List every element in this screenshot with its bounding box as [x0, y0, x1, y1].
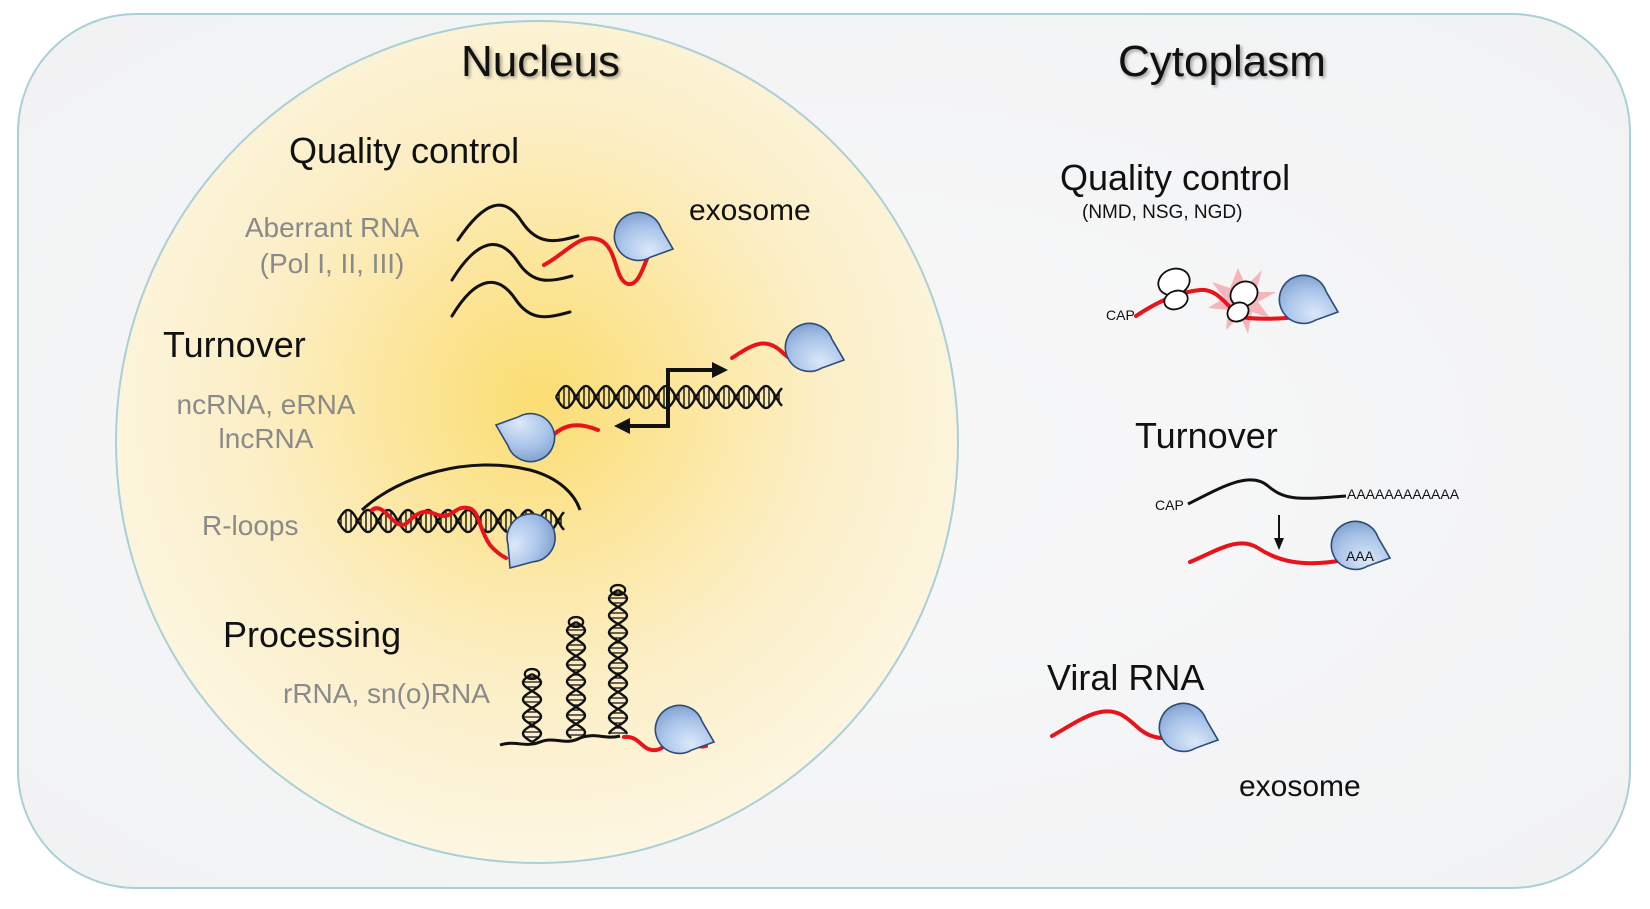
short-polya-label: AAA [1346, 548, 1375, 564]
substrate-line: Aberrant RNA [244, 212, 420, 243]
viral-rna-heading: Viral RNA [1047, 657, 1205, 698]
nucleus-qc-substrate: Aberrant RNA (Pol I, II, III) [232, 214, 432, 278]
nucleus-turnover-heading: Turnover [163, 324, 306, 365]
arrow-right-icon [712, 362, 728, 378]
substrate-line: ncRNA, eRNA [176, 389, 356, 420]
cap-label: CAP [1106, 307, 1135, 323]
ribosome-icon [1226, 280, 1259, 323]
nucleus-title: Nucleus [461, 37, 620, 86]
intact-mrna [1187, 478, 1347, 506]
cap-label: CAP [1155, 497, 1184, 513]
arrow-left-icon [614, 418, 630, 434]
precursor-rna-backbone [499, 734, 621, 747]
deadenylated-mrna [1188, 541, 1346, 566]
cytoplasm-turnover-heading: Turnover [1135, 415, 1278, 456]
substrate-line: (Pol I, II, III) [259, 248, 405, 279]
displaced-dna-strand [360, 463, 582, 512]
stem-loop-rna-icon [521, 583, 629, 744]
polya-tail-label: AAAAAAAAAAAA [1347, 486, 1460, 502]
cytoplasm-title: Cytoplasm [1118, 37, 1326, 86]
arrow-down-icon [1274, 538, 1284, 550]
substrate-line: lncRNA [218, 423, 314, 454]
qc-pathways-label: (NMD, NSG, NGD) [1082, 202, 1243, 223]
ribosome-icon [1157, 267, 1191, 311]
exosome-label: exosome [1239, 770, 1361, 803]
rloop-rna [370, 505, 508, 560]
processing-substrate: rRNA, sn(o)RNA [283, 678, 490, 709]
bidirectional-promoter-arrows [628, 368, 714, 428]
nucleus-turnover-substrate: ncRNA, eRNA lncRNA [166, 391, 366, 453]
rloops-label: R-loops [202, 510, 299, 541]
aberrant-rna-target [542, 236, 654, 286]
aberrant-rna-strands [450, 203, 580, 319]
exosome-label: exosome [689, 194, 811, 227]
nucleus-qc-heading: Quality control [289, 130, 520, 171]
cytoplasm-qc-heading: Quality control [1060, 157, 1291, 198]
processing-heading: Processing [223, 614, 402, 655]
